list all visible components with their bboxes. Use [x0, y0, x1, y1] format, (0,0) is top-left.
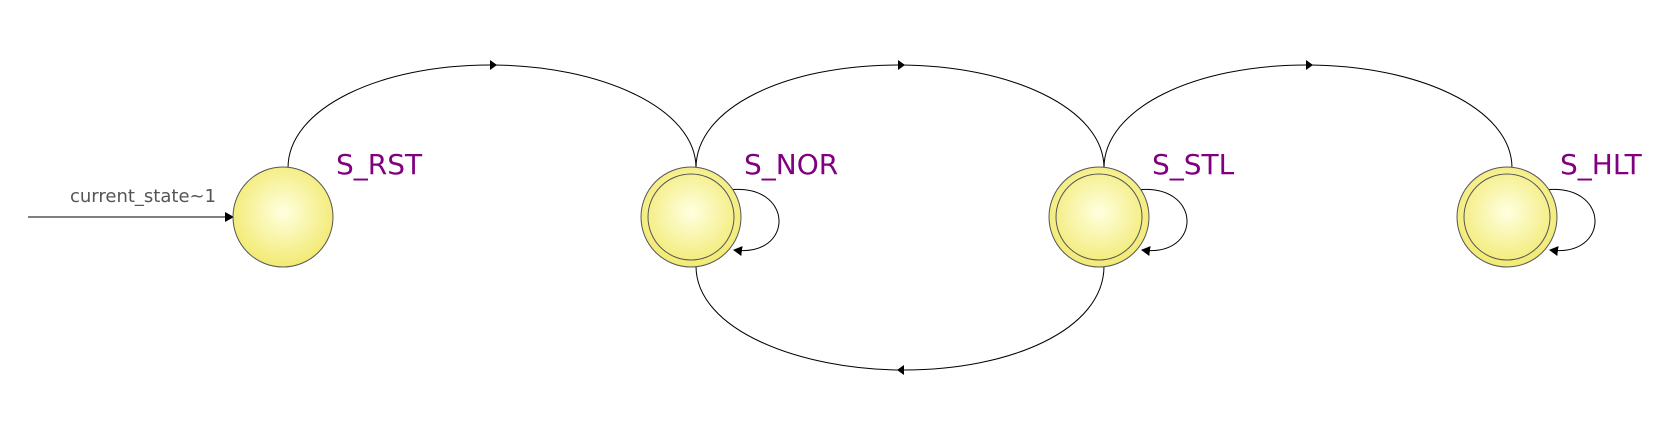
accepting-ring: [1055, 173, 1143, 261]
transition-arrowhead: [490, 60, 497, 70]
transition-arrowhead: [897, 365, 904, 375]
state-s-hlt: [1456, 166, 1558, 268]
self-loop-s-nor: [727, 188, 780, 256]
transition-s-stl-to-s-nor: [695, 265, 1105, 371]
transition-arrowhead: [1306, 60, 1313, 70]
self-loop-s-hlt: [1543, 188, 1596, 256]
accepting-ring: [647, 173, 735, 261]
state-label-s-hlt: S_HLT: [1560, 148, 1643, 181]
state-label-s-stl: S_STL: [1152, 148, 1235, 181]
state-s-stl: [1048, 166, 1150, 268]
initial-transition-label: current_state~1: [70, 186, 216, 207]
state-s-nor: [640, 166, 742, 268]
transition-arrowhead: [898, 60, 905, 70]
self-loop-s-stl: [1135, 188, 1188, 256]
state-s-rst: [232, 166, 334, 268]
state-label-s-rst: S_RST: [336, 148, 423, 181]
state-label-s-nor: S_NOR: [744, 148, 838, 181]
accepting-ring: [1463, 173, 1551, 261]
